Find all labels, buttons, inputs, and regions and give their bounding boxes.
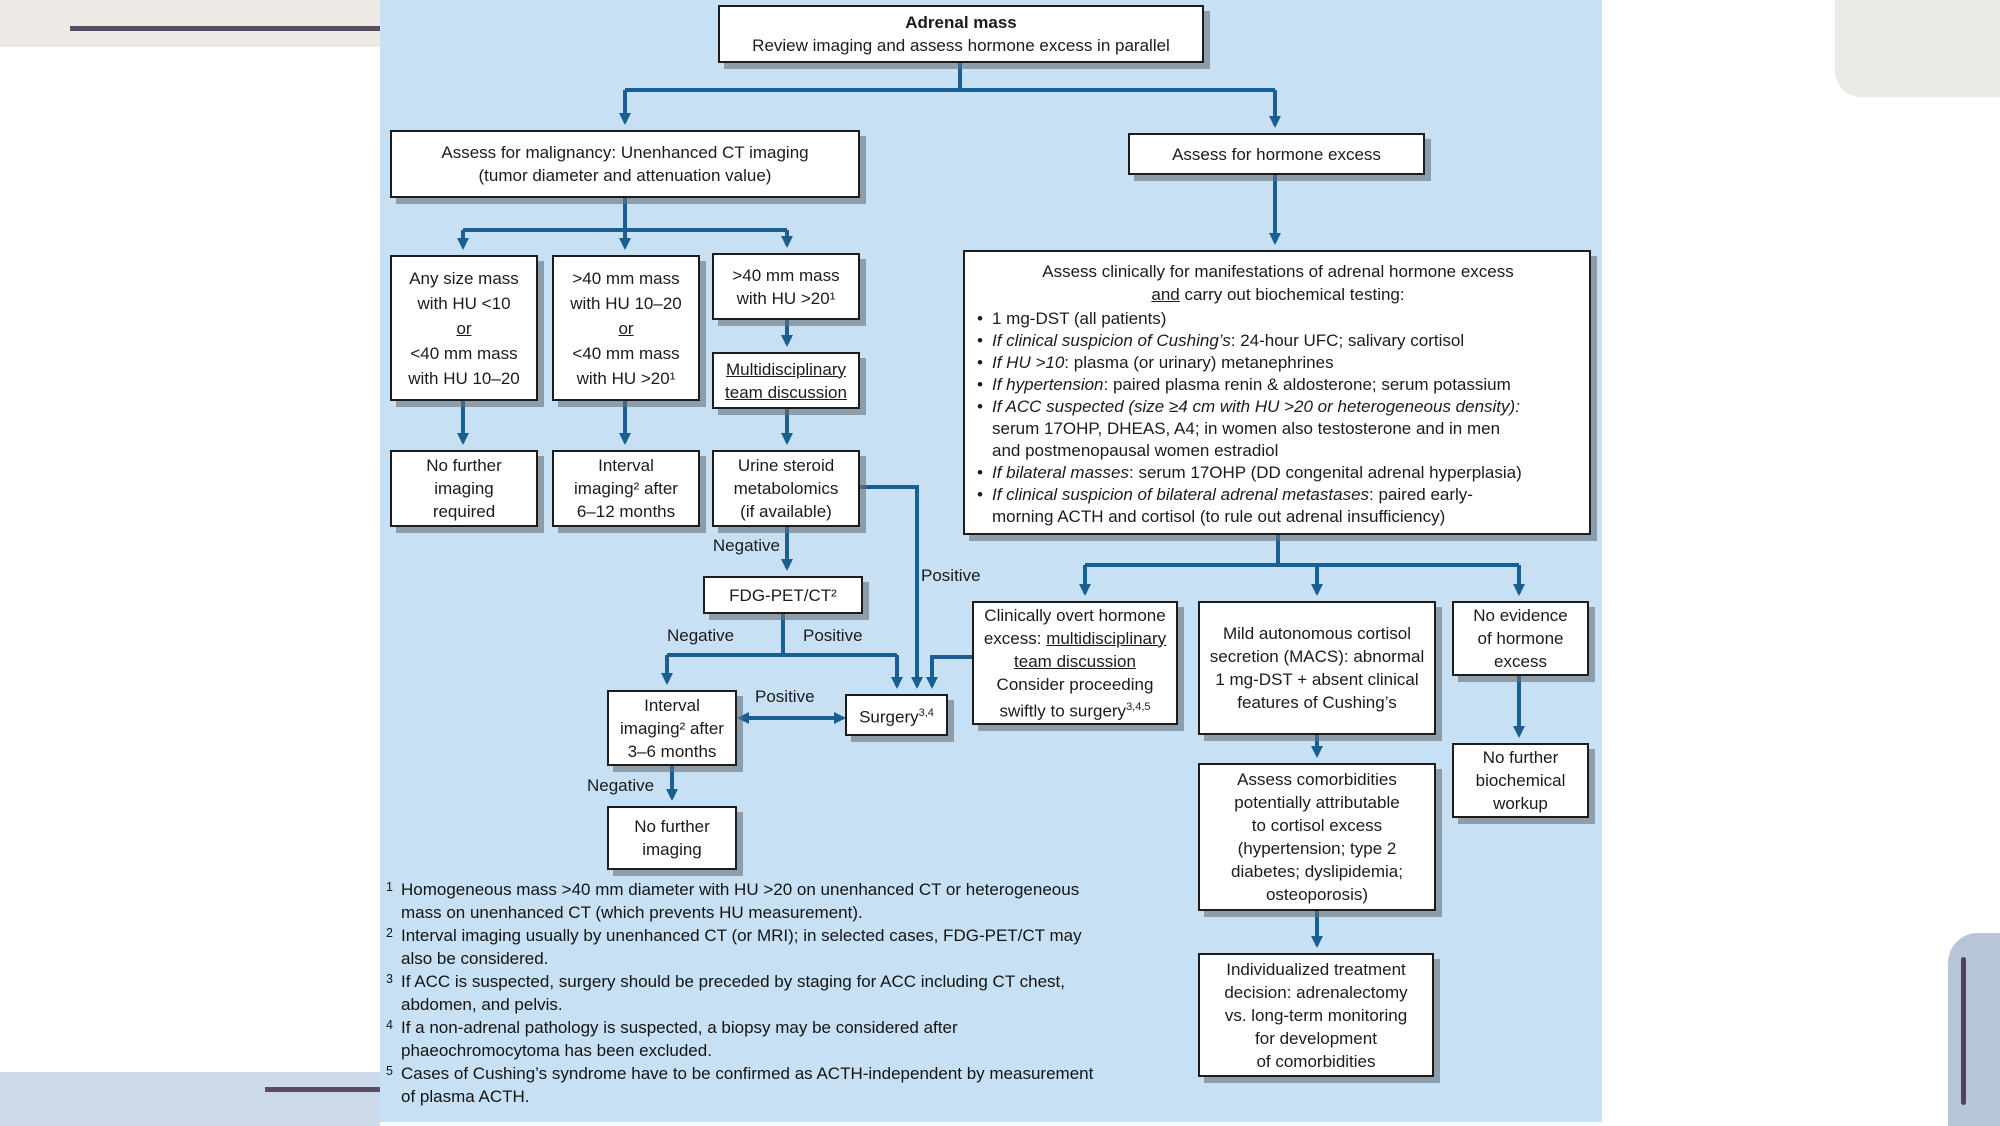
footnotes: 1 Homogeneous mass >40 mm diameter with …	[386, 878, 1206, 1108]
bullet-cushings: • If clinical suspicion of Cushing’s: 24…	[977, 331, 1465, 350]
bottom-purple-rule	[265, 1087, 380, 1092]
node-title: Adrenal mass	[905, 13, 1017, 32]
node-macs: Mild autonomous cortisol secretion (MACS…	[1198, 601, 1436, 735]
node-no-further-imaging-required: No further imaging required	[390, 450, 538, 527]
top-right-beige-corner	[1835, 0, 2000, 97]
node-assess-malignancy: Assess for malignancy: Unenhanced CT ima…	[390, 130, 860, 198]
hormone-workup-intro: Assess clinically for manifestations of …	[1042, 262, 1514, 304]
node-40mm-hu10-20: >40 mm mass with HU 10–20 or <40 mm mass…	[552, 255, 700, 401]
bullet-bilateral-metastases: • If clinical suspicion of bilateral adr…	[977, 485, 1473, 526]
node-surgery: Surgery3,4	[845, 694, 948, 736]
edge-label-fdg-negative: Negative	[667, 626, 735, 645]
edge-label-fdg-positive: Positive	[803, 626, 863, 645]
footnote-4: 4 If a non-adrenal pathology is suspecte…	[386, 1018, 958, 1060]
bullet-bilateral-masses: • If bilateral masses: serum 17OHP (DD c…	[977, 463, 1522, 482]
bottom-right-pill	[1948, 933, 2000, 1126]
footnote-2: 2 Interval imaging usually by unenhanced…	[386, 926, 1082, 968]
node-fdg-pet-ct: FDG-PET/CT²	[703, 576, 863, 614]
node-overt-hormone-excess: Clinically overt hormone excess: multidi…	[972, 601, 1178, 725]
bottom-blue-strip	[0, 1072, 380, 1126]
node-hormone-workup: Assess clinically for manifestations of …	[963, 250, 1591, 535]
bullet-dst: • 1 mg-DST (all patients)	[977, 309, 1167, 328]
footnote-5: 5 Cases of Cushing’s syndrome have to be…	[386, 1064, 1094, 1106]
bullet-hu10: • If HU >10: plasma (or urinary) metanep…	[977, 353, 1334, 372]
node-urine-steroid-metabolomics: Urine steroid metabolomics (if available…	[712, 450, 860, 527]
edge-label-urine-positive: Positive	[921, 566, 981, 585]
node-multidisciplinary-team: Multidisciplinary team discussion	[712, 352, 860, 409]
scrollbar-thumb[interactable]	[1961, 957, 1966, 1105]
node-individualized-treatment: Individualized treatment decision: adren…	[1198, 953, 1434, 1077]
top-beige-strip	[0, 0, 380, 47]
node-subtitle: Review imaging and assess hormone excess…	[752, 36, 1170, 55]
bullet-acc-suspected: • If ACC suspected (size ≥4 cm with HU >…	[977, 397, 1520, 460]
node-assess-hormone-excess: Assess for hormone excess	[1128, 133, 1425, 175]
node-assess-comorbidities: Assess comorbidities potentially attribu…	[1198, 763, 1436, 911]
footnote-1: 1 Homogeneous mass >40 mm diameter with …	[386, 880, 1080, 922]
node-interval-imaging-3-6: Interval imaging² after 3–6 months	[607, 690, 737, 766]
node-no-further-biochemical-workup: No further biochemical workup	[1452, 743, 1589, 818]
edge-label-urine-negative: Negative	[712, 536, 780, 555]
edge-label-interval-negative: Negative	[587, 776, 655, 795]
flowchart-panel: Adrenal mass Review imaging and assess h…	[380, 0, 1602, 1122]
node-interval-imaging-6-12: Interval imaging² after 6–12 months	[552, 450, 700, 527]
node-any-size-mass-hu10: Any size mass with HU <10 or <40 mm mass…	[390, 255, 538, 401]
node-40mm-hu20: >40 mm mass with HU >20¹	[712, 253, 860, 320]
node-adrenal-mass: Adrenal mass Review imaging and assess h…	[718, 5, 1204, 63]
node-no-evidence-hormone-excess: No evidence of hormone excess	[1452, 601, 1589, 676]
bullet-hypertension: • If hypertension: paired plasma renin &…	[977, 375, 1511, 394]
edge-label-interval-positive: Positive	[755, 687, 815, 706]
footnote-3: 3 If ACC is suspected, surgery should be…	[386, 972, 1065, 1014]
node-no-further-imaging: No further imaging	[607, 806, 737, 870]
top-purple-rule	[70, 26, 380, 31]
flowchart-arrows	[457, 62, 1525, 948]
